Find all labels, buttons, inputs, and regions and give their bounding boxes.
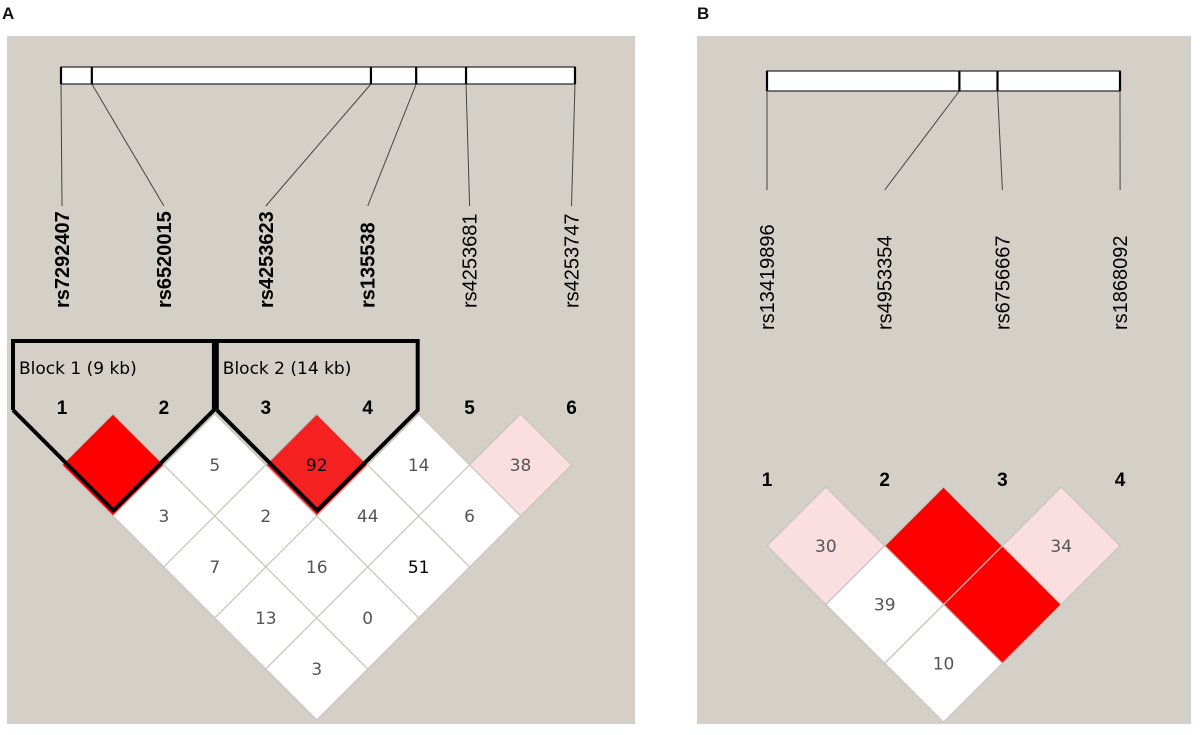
snp-connector-line: [60, 83, 63, 207]
haplotype-block-outline: [11, 339, 216, 514]
snp-connector-line: [265, 83, 372, 207]
snp-index-label: 2: [879, 470, 890, 491]
ld-cell-value: 38: [510, 456, 532, 476]
snp-index-label: 5: [464, 398, 475, 419]
snp-index-label: 4: [362, 398, 373, 419]
chromosome-bar: [766, 70, 1121, 92]
ld-cell-value: 14: [408, 456, 430, 476]
panel-a-letter: A: [2, 4, 15, 23]
snp-index-label: 3: [261, 398, 272, 419]
ld-plot-b: rs13419896 1 rs4953354 2 rs6756667 3 rs1868092…: [757, 70, 1132, 724]
snp-index-label: 1: [762, 470, 773, 491]
snp-connector-line: [571, 83, 576, 207]
snp-connector-line: [367, 83, 417, 207]
panel-b-letter: B: [697, 4, 710, 23]
ld-cell-value: 5: [209, 456, 220, 476]
snp-connector-line: [465, 83, 471, 207]
snp-index-label: 6: [566, 398, 577, 419]
ld-cell-value: 6: [464, 507, 475, 527]
ld-cell-value: 39: [874, 596, 896, 616]
ld-cell-value: 10: [933, 654, 955, 674]
panel-a: rs7292407 1 rs6520015 2 rs4253623 3 rs135538 4 r…: [7, 36, 635, 724]
snp-index-label: 4: [1115, 470, 1126, 491]
ld-cell-value: 0: [362, 609, 373, 629]
snp-name-label: rs6520015: [154, 211, 176, 308]
snp-name-label: rs135538: [358, 222, 380, 308]
ld-cell-value: 3: [158, 507, 169, 527]
snp-name-label: rs4253681: [460, 213, 482, 308]
ld-cell-value: 44: [357, 507, 379, 527]
ld-cell-value: 7: [209, 558, 220, 578]
ld-cell-value: 51: [408, 558, 430, 578]
snp-name-label: rs7292407: [52, 211, 74, 308]
snp-index-label: 1: [57, 398, 68, 419]
snp-name-label: rs4953354: [875, 235, 897, 330]
snp-name-label: rs4253623: [256, 211, 278, 308]
ld-cell-value: 13: [255, 609, 277, 629]
ld-cell-value: 16: [306, 558, 328, 578]
ld-cell: [883, 603, 1004, 724]
haplotype-block-label: Block 1 (9 kb): [19, 359, 137, 379]
snp-name-label: rs13419896: [757, 224, 779, 330]
ld-cell-value: 92: [306, 456, 328, 476]
snp-name-label: rs4253747: [562, 213, 584, 308]
snp-connector-line: [91, 83, 165, 207]
ld-cell-value: 34: [1050, 537, 1072, 557]
snp-index-label: 2: [159, 398, 170, 419]
haplotype-block-label: Block 2 (14 kb): [223, 359, 352, 379]
snp-connector-line: [884, 90, 960, 191]
ld-plot-a: rs7292407 1 rs6520015 2 rs4253623 3 rs135538 4 r…: [11, 66, 584, 721]
ld-cell: [264, 617, 369, 721]
chromosome-bar: [60, 66, 576, 85]
snp-connector-line: [997, 90, 1003, 191]
snp-name-label: rs1868092: [1110, 235, 1132, 330]
ld-cell-value: 2: [260, 507, 271, 527]
haplotype-block-outline: [214, 339, 420, 514]
snp-name-label: rs6756667: [992, 235, 1014, 330]
ld-cell-value: 30: [815, 537, 837, 557]
ld-cell-value: 3: [311, 660, 322, 680]
panel-b: rs13419896 1 rs4953354 2 rs6756667 3 rs1868092…: [697, 36, 1191, 724]
snp-index-label: 3: [997, 470, 1008, 491]
